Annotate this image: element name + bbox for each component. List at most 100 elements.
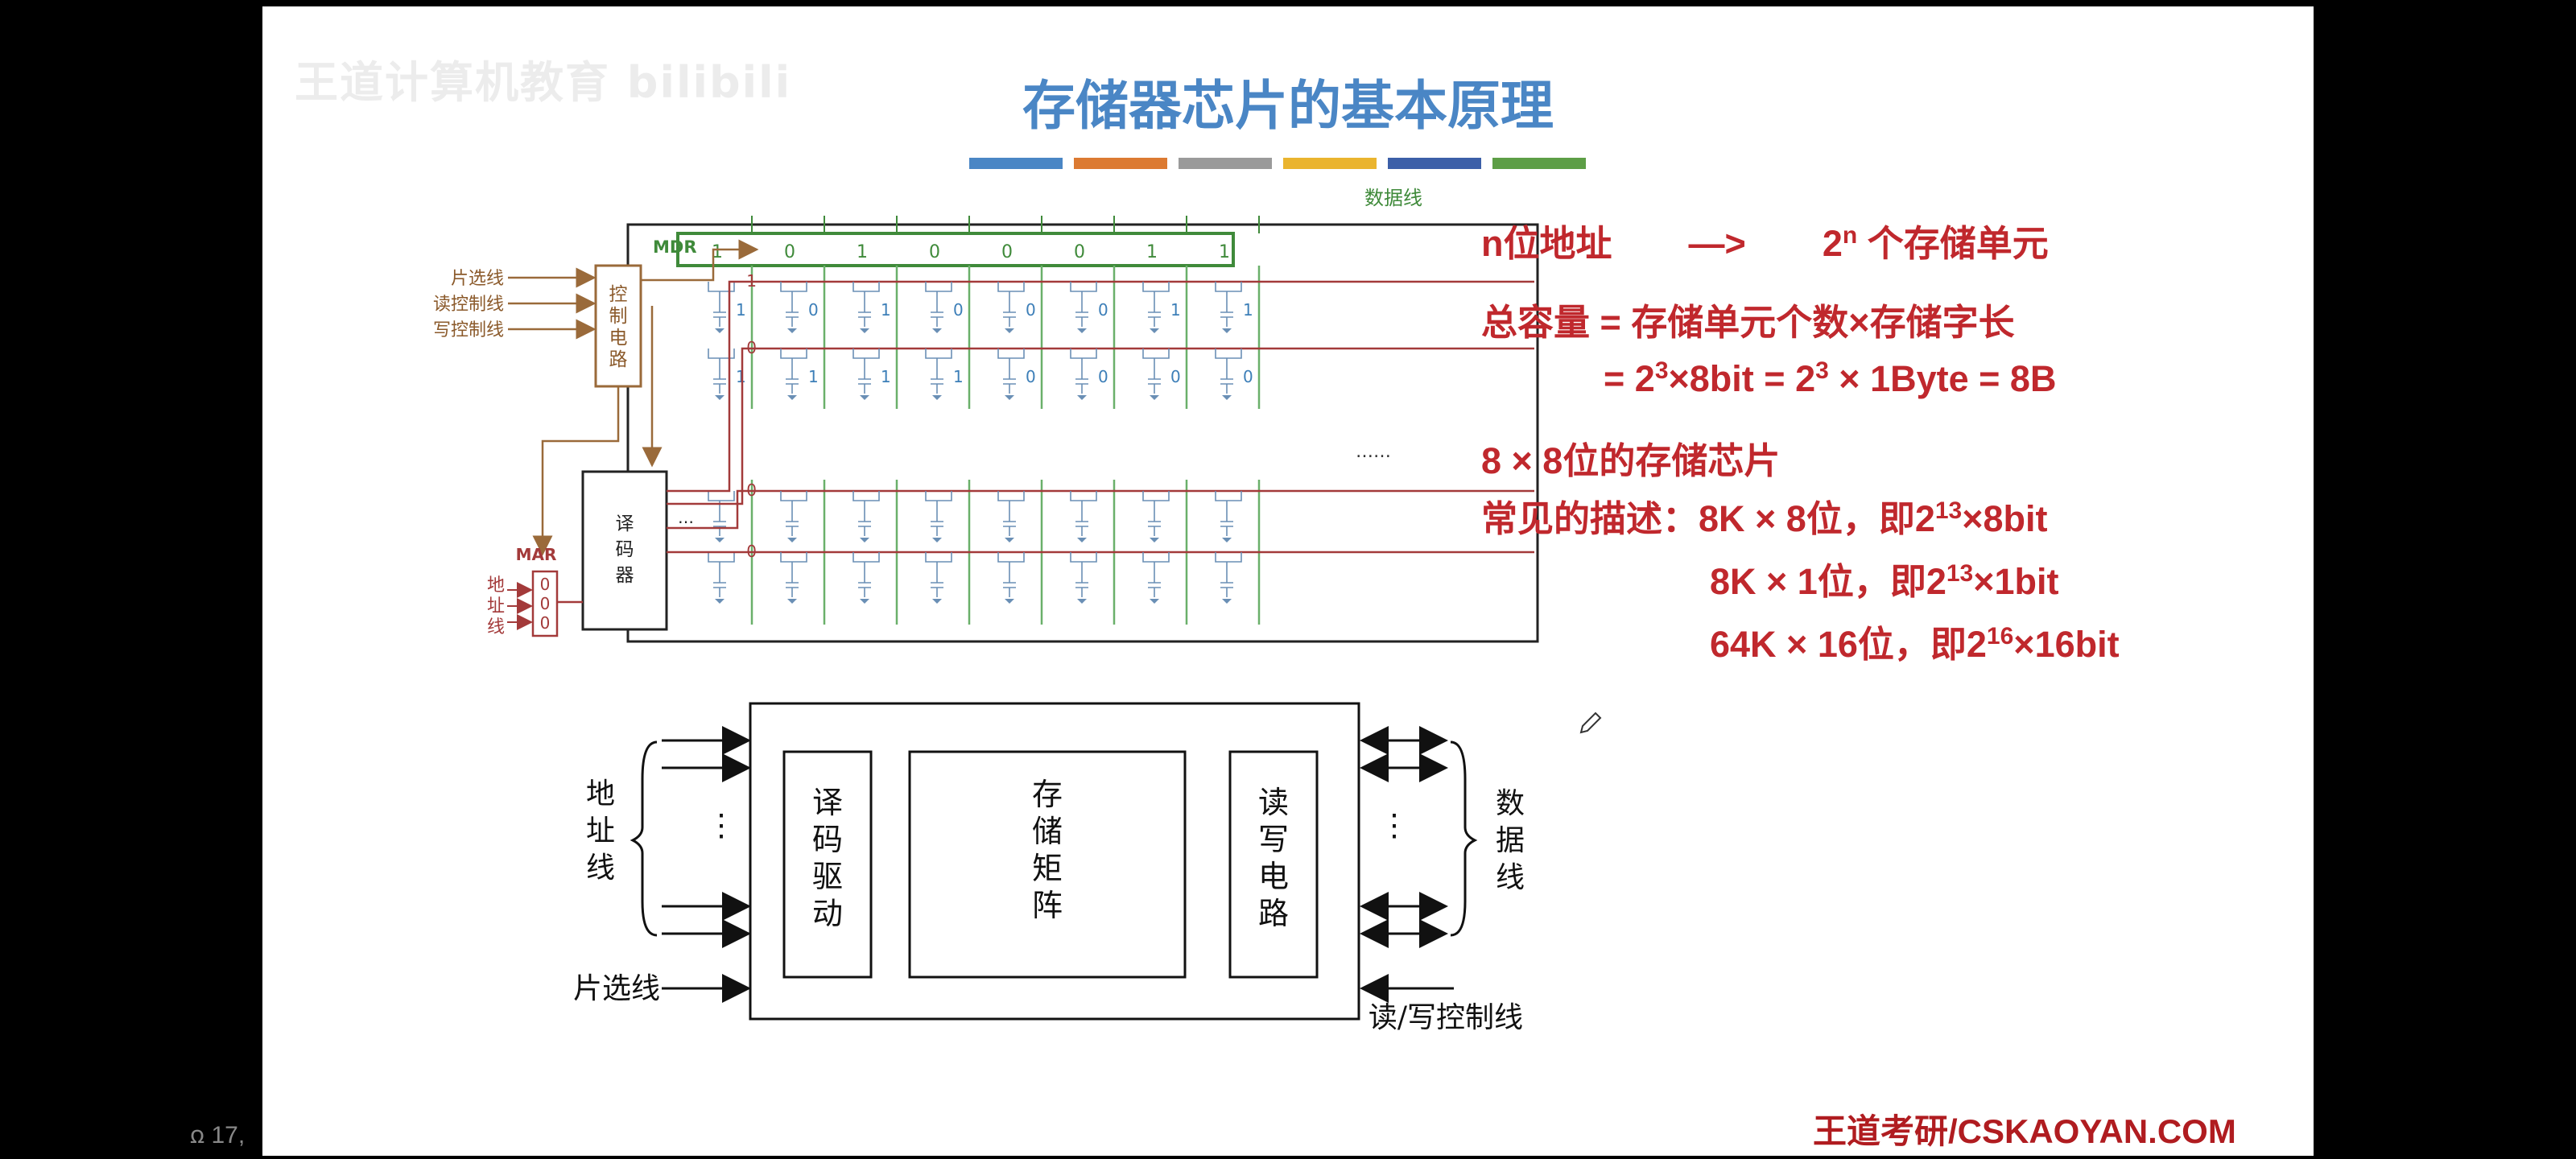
color-bar (1179, 158, 1272, 169)
memory-cell (1215, 552, 1242, 604)
mar-register (531, 570, 559, 637)
address-dots: ⋮ (706, 807, 737, 843)
mdr-bit: 1 (712, 242, 723, 262)
memory-cell (925, 491, 952, 542)
memory-cell: 1 (1142, 282, 1181, 333)
decoder-dots: … (678, 508, 694, 527)
chip-outline (749, 702, 1360, 1021)
memory-cell (1215, 491, 1242, 542)
cell-bit: 1 (881, 300, 891, 320)
bit-column-lines (750, 216, 1261, 625)
memory-cell: 0 (1215, 349, 1253, 400)
slide-title: 存储器芯片的基本原理 (1022, 75, 1554, 137)
cell-bit: 0 (1026, 300, 1036, 320)
memory-cell: 0 (1070, 282, 1108, 333)
note-line-4: 8 × 8位的存储芯片 (1481, 440, 1781, 481)
color-bar (1074, 158, 1167, 169)
memory-cell (780, 491, 807, 542)
memory-cell: 1 (852, 282, 891, 333)
svg-text:译: 译 (812, 785, 843, 820)
note-line-5: 常见的描述：8K × 8位，即213×8bit (1481, 497, 2048, 539)
svg-text:码: 码 (812, 822, 843, 857)
cell-bit: 1 (1170, 300, 1181, 320)
mdr-bit: 0 (1001, 242, 1013, 262)
read-control-line-label: 读控制线 (433, 295, 504, 315)
control-circuit-box (594, 264, 642, 388)
memory-cell (780, 552, 807, 604)
storage-array-box (908, 750, 1187, 979)
memory-cell: 0 (1142, 349, 1181, 400)
note-line-6: 8K × 1位，即213×1bit (1710, 560, 2059, 602)
svg-text:驱: 驱 (812, 859, 843, 894)
mdr-bit: 0 (1074, 242, 1085, 262)
read-write-circuit-box (1228, 750, 1319, 979)
svg-text:译: 译 (616, 514, 634, 534)
cell-bit: 0 (1098, 300, 1108, 320)
memory-cell (708, 552, 735, 604)
memory-cell (1070, 552, 1097, 604)
note-line-2: 总容量 = 存储单元个数×存储字长 (1481, 302, 2015, 343)
cell-bit: 0 (1098, 367, 1108, 386)
cell-bit: 1 (736, 300, 746, 320)
mdr-bit: 0 (784, 242, 795, 262)
memory-cell: 0 (997, 349, 1036, 400)
mdr-register (676, 232, 1235, 267)
chip-select-label: 片选线 (573, 972, 660, 1005)
memory-cell: 1 (780, 349, 819, 400)
svg-text:存: 存 (1032, 777, 1063, 812)
watermark: 王道计算机教育 bilibili (295, 57, 792, 108)
svg-text:据: 据 (1496, 824, 1525, 857)
memory-cell: 0 (1070, 349, 1108, 400)
cell-bit: 0 (953, 300, 964, 320)
svg-text:址: 址 (487, 596, 505, 617)
cell-bit: 1 (736, 367, 746, 386)
footer-brand: 王道考研/CSKAOYAN.COM (1813, 1112, 2236, 1150)
memory-cell: 0 (997, 282, 1036, 333)
svg-text:动: 动 (812, 896, 843, 931)
svg-text:电: 电 (1258, 859, 1289, 894)
memory-cell (997, 552, 1025, 604)
cell-bit: 1 (1243, 300, 1253, 320)
color-bar (1492, 158, 1586, 169)
svg-text:矩: 矩 (1032, 851, 1063, 886)
mar-bit: 0 (540, 594, 551, 613)
mar-bit: 0 (540, 613, 551, 633)
svg-text:写: 写 (1258, 822, 1289, 857)
cell-bit: 0 (1026, 367, 1036, 386)
svg-text:路: 路 (609, 349, 628, 370)
cell-bit: 0 (1243, 367, 1253, 386)
memory-cell: 1 (708, 282, 746, 333)
mar-label: MAR (516, 545, 557, 564)
svg-text:路: 路 (1258, 896, 1289, 931)
color-bar (969, 158, 1063, 169)
color-bar (1388, 158, 1481, 169)
memory-cell (708, 491, 735, 542)
row-ellipsis: …… (1356, 442, 1391, 462)
svg-text:线: 线 (586, 852, 615, 885)
svg-text:码: 码 (616, 539, 634, 560)
chip-select-line-label: 片选线 (451, 269, 504, 289)
svg-text:电: 电 (609, 328, 628, 349)
data-line-label: 数据线 (1364, 187, 1422, 209)
mdr-bit: 1 (857, 242, 868, 262)
write-control-line-label: 写控制线 (433, 320, 504, 340)
svg-text:储: 储 (1032, 814, 1063, 849)
decoder-driver-box (782, 750, 873, 979)
cell-bit: 0 (1170, 367, 1181, 386)
mar-bit: 0 (540, 575, 551, 594)
mdr-bit: 1 (1219, 242, 1230, 262)
memory-cell: 0 (780, 282, 819, 333)
memory-cell (925, 552, 952, 604)
memory-cell (997, 491, 1025, 542)
svg-text:地: 地 (487, 575, 505, 596)
svg-text:线: 线 (1496, 861, 1525, 894)
viewer-count: ꭥ 17, (190, 1122, 246, 1149)
svg-text:阵: 阵 (1032, 888, 1063, 923)
data-dots: ⋮ (1379, 807, 1410, 843)
mdr-bit: 1 (1146, 242, 1158, 262)
svg-text:制: 制 (609, 306, 628, 327)
note-line-3: = 23×8bit = 23 × 1Byte = 8B (1604, 357, 2057, 399)
svg-text:控: 控 (609, 284, 628, 305)
